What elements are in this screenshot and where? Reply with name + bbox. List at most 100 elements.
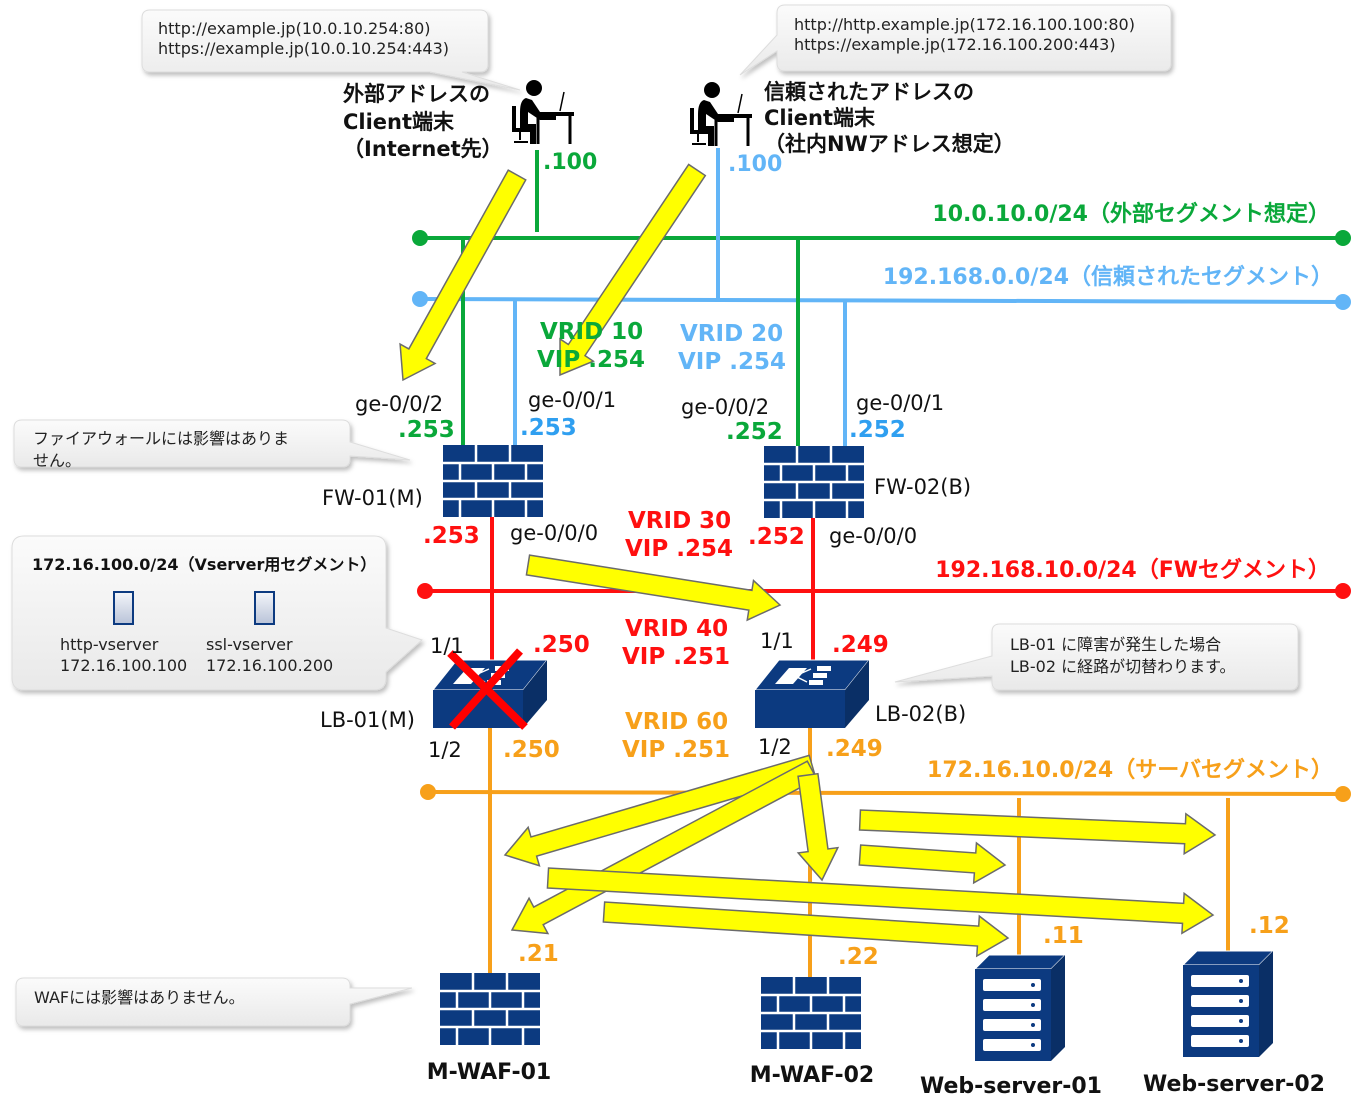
waf02-firewall-icon bbox=[759, 975, 863, 1051]
web01-server-icon bbox=[974, 954, 1066, 1062]
callout-external-url-http: http://example.jp(10.0.10.254:80) bbox=[158, 19, 431, 38]
segment-trusted-label: 192.168.0.0/24（信頼されたセグメント） bbox=[883, 264, 1333, 290]
segment-fw-line-endpoint bbox=[1335, 583, 1351, 599]
fw02-if-fw: ge-0/0/0 bbox=[829, 524, 917, 548]
traffic-flow-arrows bbox=[399, 163, 1217, 958]
fw01-ip-fw: .253 bbox=[423, 523, 480, 549]
web01-name: Web-server-01 bbox=[920, 1074, 1102, 1099]
fw02-ip-trust: .252 bbox=[849, 417, 906, 443]
segment-external-label: 10.0.10.0/24（外部セグメント想定） bbox=[932, 201, 1330, 227]
segment-fw-line-endpoint bbox=[417, 583, 433, 599]
callout-trusted-url-http: http://http.example.jp(172.16.100.100:80… bbox=[794, 15, 1135, 34]
waf-note: WAFには影響はありません。 bbox=[34, 988, 245, 1007]
waf01-ip: .21 bbox=[518, 941, 559, 967]
fw02-name: FW-02(B) bbox=[874, 475, 971, 499]
http-vserver-ip: 172.16.100.100 bbox=[60, 656, 187, 675]
fw01-firewall-icon bbox=[441, 443, 545, 519]
lb02-ip1: .249 bbox=[832, 632, 889, 658]
lb01-port2: 1/2 bbox=[428, 738, 462, 762]
traffic-arrow-10 bbox=[602, 901, 1010, 958]
trusted-client-icon bbox=[688, 80, 754, 148]
lb02-name: LB-02(B) bbox=[875, 702, 966, 726]
traffic-arrow-3 bbox=[525, 554, 782, 622]
waf02-name: M-WAF-02 bbox=[750, 1063, 874, 1088]
external-client-label-line3: （Internet先） bbox=[343, 137, 503, 161]
network-links bbox=[412, 148, 1351, 978]
fw02-firewall-icon bbox=[762, 444, 866, 520]
lb02-port2: 1/2 bbox=[758, 735, 792, 759]
trusted-client-label-line3: （社内NWアドレス想定） bbox=[764, 132, 1015, 156]
lb02-ip2: .249 bbox=[826, 736, 883, 762]
waf01-firewall-icon bbox=[438, 971, 542, 1047]
traffic-arrow-6 bbox=[796, 772, 840, 882]
lb01-ip1: .250 bbox=[533, 632, 590, 658]
traffic-arrow-1 bbox=[399, 169, 527, 382]
waf02-ip: .22 bbox=[838, 944, 879, 970]
fw01-ip-ext: .253 bbox=[398, 417, 455, 443]
web02-server-icon bbox=[1182, 950, 1274, 1058]
web02-ip: .12 bbox=[1249, 913, 1290, 939]
lb-note-line1: LB-01 に障害が発生した場合 bbox=[1010, 635, 1221, 654]
vrid20-vip: VIP .254 bbox=[678, 349, 786, 375]
trusted-client-ip: .100 bbox=[728, 152, 782, 177]
callout-trusted-url-https: https://example.jp(172.16.100.200:443) bbox=[794, 35, 1116, 54]
http-vserver-name: http-vserver bbox=[60, 635, 159, 654]
vrid10-id: VRID 10 bbox=[540, 319, 643, 345]
callout-firewall-note bbox=[13, 419, 411, 468]
web02-name: Web-server-02 bbox=[1143, 1072, 1325, 1097]
segment-trusted-line-endpoint bbox=[1335, 294, 1351, 310]
lb01-failure-x-icon bbox=[447, 648, 528, 730]
lb-note-line2: LB-02 に経路が切替わります。 bbox=[1010, 657, 1236, 676]
segment-external-line-endpoint bbox=[1335, 230, 1351, 246]
callout-trusted-urls bbox=[739, 4, 1172, 76]
callout-lb-note bbox=[894, 623, 1299, 691]
firewall-note-line1: ファイアウォールには影響はありま bbox=[33, 429, 289, 448]
lb02-load-balancer-icon bbox=[754, 659, 870, 729]
segment-server-line-endpoint bbox=[420, 784, 436, 800]
waf01-name: M-WAF-01 bbox=[427, 1060, 551, 1085]
callout-vserver-segment bbox=[11, 535, 423, 691]
ssl-vserver-name: ssl-vserver bbox=[206, 635, 293, 654]
segment-server-label: 172.16.10.0/24（サーバセグメント） bbox=[927, 757, 1333, 783]
traffic-arrow-2 bbox=[559, 163, 707, 377]
segment-external-line-endpoint bbox=[412, 230, 428, 246]
http-vserver-icon bbox=[113, 591, 134, 625]
vrid40-id: VRID 40 bbox=[625, 616, 728, 642]
vrid20-id: VRID 20 bbox=[680, 321, 783, 347]
external-client-icon bbox=[510, 78, 576, 146]
vrid10-vip: VIP .254 bbox=[537, 347, 645, 373]
ssl-vserver-icon bbox=[254, 591, 275, 625]
trusted-client-label-line2: Client端末 bbox=[764, 106, 876, 130]
ssl-vserver-ip: 172.16.100.200 bbox=[206, 656, 333, 675]
fw01-name: FW-01(M) bbox=[322, 486, 423, 510]
vrid30-vip: VIP .254 bbox=[625, 536, 733, 562]
vrid30-id: VRID 30 bbox=[628, 508, 731, 534]
fw02-if-trust: ge-0/0/1 bbox=[856, 391, 944, 415]
callout-external-url-https: https://example.jp(10.0.10.254:443) bbox=[158, 39, 449, 58]
segment-trusted-line bbox=[419, 297, 1344, 304]
traffic-arrow-9 bbox=[546, 867, 1215, 935]
lb01-port1: 1/1 bbox=[430, 634, 464, 658]
external-client-label-line2: Client端末 bbox=[343, 110, 455, 134]
segment-trusted-line-endpoint bbox=[412, 291, 428, 307]
fw02-if-ext: ge-0/0/2 bbox=[681, 395, 769, 419]
fw01-if-fw: ge-0/0/0 bbox=[510, 521, 598, 545]
web01-ip: .11 bbox=[1043, 923, 1084, 949]
callout-waf-note bbox=[15, 977, 413, 1027]
fw01-if-ext: ge-0/0/2 bbox=[355, 392, 443, 416]
segment-fw-label: 192.168.10.0/24（FWセグメント） bbox=[935, 557, 1330, 583]
trusted-client-label-line1: 信頼されたアドレスの bbox=[764, 80, 974, 104]
vrid40-vip: VIP .251 bbox=[622, 644, 730, 670]
segment-server-line bbox=[427, 790, 1344, 796]
traffic-arrow-8 bbox=[858, 841, 1007, 885]
lb01-name: LB-01(M) bbox=[320, 708, 415, 732]
firewall-note-line2: せん。 bbox=[33, 451, 81, 470]
callout-external-urls bbox=[141, 9, 521, 91]
fw01-ip-trust: .253 bbox=[520, 415, 577, 441]
fw01-if-trust: ge-0/0/1 bbox=[528, 388, 616, 412]
traffic-arrow-7 bbox=[858, 809, 1217, 856]
vrid60-id: VRID 60 bbox=[625, 709, 728, 735]
external-client-ip: .100 bbox=[543, 150, 597, 175]
